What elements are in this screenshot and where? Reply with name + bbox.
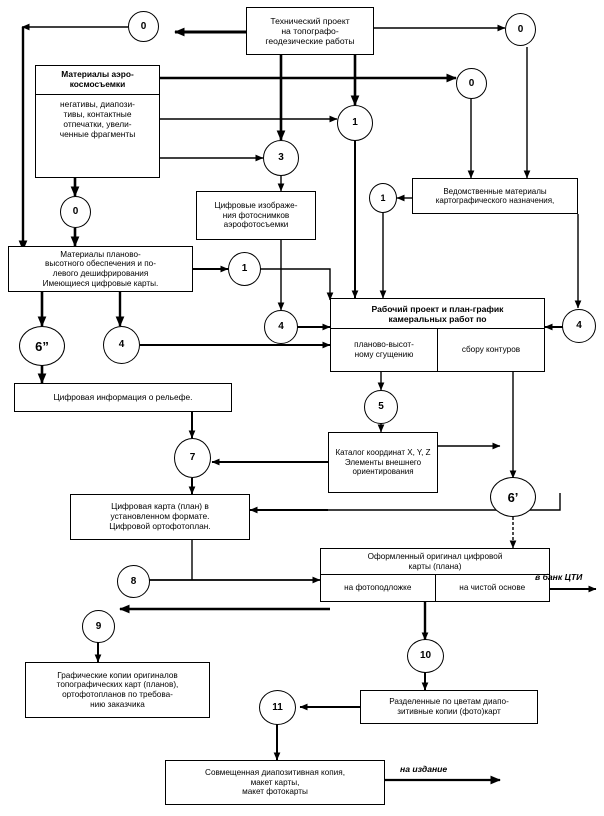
box-formed-original[interactable]: Оформленный оригинал цифровой карты (пла… [320,548,550,602]
node-1-departmental[interactable]: 1 [369,183,397,213]
node-10[interactable]: 10 [407,639,444,673]
flow-label-to-bank: в банк ЦТИ [535,572,583,582]
node-0-left-label: 0 [72,206,79,217]
node-8[interactable]: 8 [117,565,150,598]
box-relief-info-text: Цифровая информация о рельефе. [53,391,193,402]
node-6-double-prime-label: 6” [35,338,49,354]
box-formed-original-right[interactable]: на чистой основе [434,575,550,601]
box-work-project[interactable]: Рабочий проект и план-график камеральных… [330,298,545,372]
node-6-prime-label: 6’ [507,489,519,505]
box-departmental-materials[interactable]: Ведомственные материалы картографическог… [412,178,578,214]
node-0-top-right-label: 0 [517,23,524,35]
box-technical-project-text: Технический проект на топографо- геодези… [265,15,355,47]
node-3-label: 3 [278,152,284,163]
box-digital-images[interactable]: Цифровые изображе- ния фотоснимков аэроф… [196,191,316,240]
box-graphic-copies-text: Графические копии оригиналов топографиче… [56,670,179,709]
box-departmental-materials-text: Ведомственные материалы картографическог… [435,186,555,205]
box-relief-info[interactable]: Цифровая информация о рельефе. [14,383,232,412]
box-combined-copy-text: Совмещенная диапозитивная копия, макет к… [205,767,345,797]
box-formed-original-header: Оформленный оригинал цифровой карты (пла… [367,552,503,571]
node-4-middle-label: 4 [278,321,284,332]
node-10-label: 10 [419,650,432,661]
node-9[interactable]: 9 [82,610,115,643]
box-formed-original-left[interactable]: на фотоподложке [344,583,412,593]
box-combined-copy[interactable]: Совмещенная диапозитивная копия, макет к… [165,760,385,805]
box-digital-images-text: Цифровые изображе- ния фотоснимков аэроф… [214,200,298,230]
box-aerospace-materials-items: негативы, диапози- тивы, контактные отпе… [59,98,136,139]
flow-label-to-publish: на издание [400,764,448,774]
node-0-right-upper-label: 0 [468,77,475,89]
node-4-right[interactable]: 4 [562,309,596,343]
box-coordinate-catalog-text: Каталог координат X, Y, Z Элементы внешн… [335,448,431,477]
box-work-project-left[interactable]: планово-высот- ному сгущению [354,340,414,360]
box-plan-height-materials-text: Материалы планово- высотного обеспечения… [42,249,159,288]
box-work-project-header: Рабочий проект и план-график камеральных… [371,304,504,325]
node-3[interactable]: 3 [263,140,299,176]
box-technical-project[interactable]: Технический проект на топографо- геодези… [246,7,374,55]
node-11-label: 11 [272,701,283,713]
node-1-center-label: 1 [352,117,358,128]
node-6-double-prime[interactable]: 6” [19,326,65,366]
node-11[interactable]: 11 [259,690,296,725]
node-0-right-upper[interactable]: 0 [456,68,487,99]
box-graphic-copies[interactable]: Графические копии оригиналов топографиче… [25,662,210,718]
node-0-top-left-label: 0 [140,20,147,32]
box-plan-height-materials[interactable]: Материалы планово- высотного обеспечения… [8,246,193,292]
node-5-label: 5 [378,401,384,412]
node-9-label: 9 [95,620,102,632]
node-4-right-label: 4 [576,320,582,331]
node-4-left-label: 4 [118,339,125,350]
node-5[interactable]: 5 [364,390,398,424]
box-color-separated-copies-text: Разделенные по цветам диапо- зитивные ко… [389,697,509,716]
node-0-left[interactable]: 0 [60,196,91,228]
box-aerospace-materials-header: Материалы аэро- космосъемки [61,69,134,89]
node-0-top-right[interactable]: 0 [505,13,536,46]
node-1-center[interactable]: 1 [337,105,373,141]
node-1-departmental-label: 1 [380,192,386,203]
node-7-label: 7 [189,452,196,463]
box-digital-map[interactable]: Цифровая карта (план) в установленном фо… [70,494,250,540]
box-aerospace-materials[interactable]: Материалы аэро- космосъемки негативы, ди… [35,65,160,178]
box-work-project-right[interactable]: сбору контуров [437,329,544,371]
node-4-middle[interactable]: 4 [264,310,298,344]
node-8-label: 8 [130,575,137,587]
node-7[interactable]: 7 [174,438,211,478]
box-digital-map-text: Цифровая карта (план) в установленном фо… [109,501,211,531]
node-1-middle-label: 1 [241,263,248,274]
node-1-middle[interactable]: 1 [228,252,261,286]
box-coordinate-catalog[interactable]: Каталог координат X, Y, Z Элементы внешн… [328,432,438,493]
node-0-top-left[interactable]: 0 [128,11,159,42]
box-color-separated-copies[interactable]: Разделенные по цветам диапо- зитивные ко… [360,690,538,724]
node-4-left[interactable]: 4 [103,326,140,364]
node-6-prime[interactable]: 6’ [490,477,536,517]
